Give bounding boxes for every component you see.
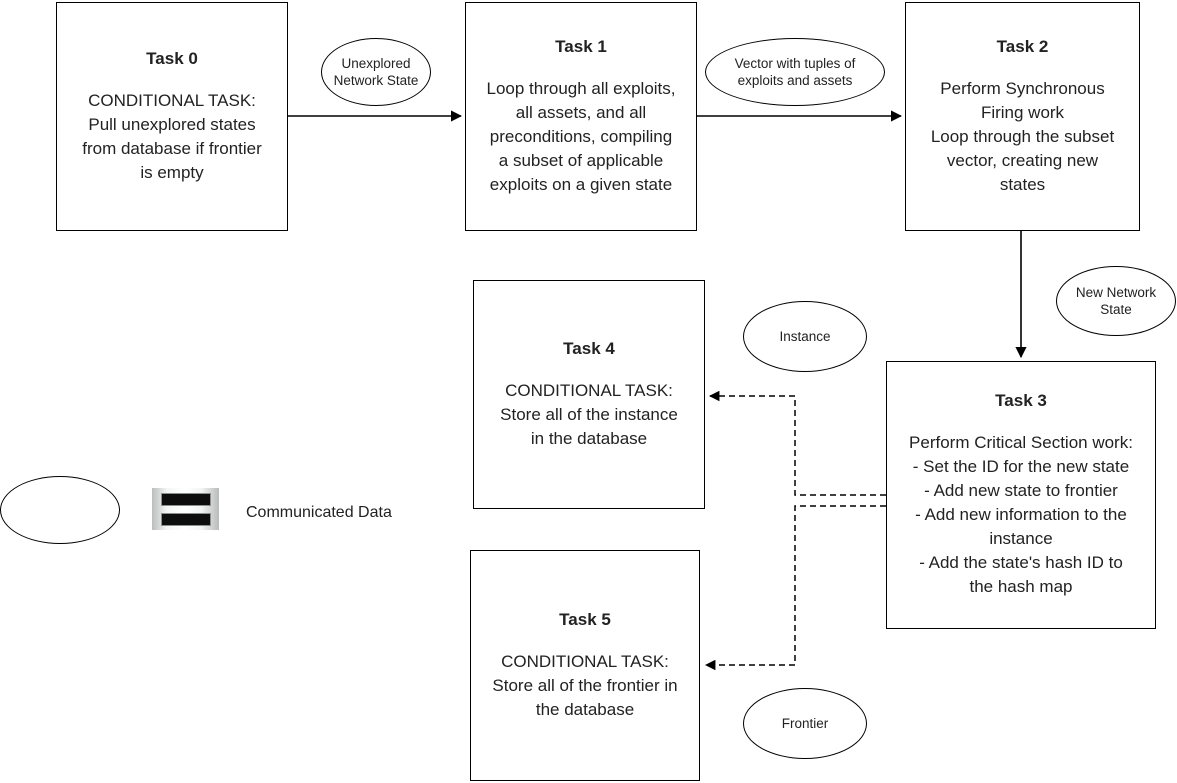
node-task3-title: Task 3 [995,391,1047,410]
legend-communicated-data-ellipse [0,476,120,544]
edge-task3-to-task5 [704,505,886,671]
node-task3[interactable]: Task 3 Perform Critical Section work: - … [886,361,1156,629]
node-task2-title: Task 2 [996,36,1049,56]
equals-icon-bar-top [160,492,211,506]
node-task3-body: Perform Critical Section work: - Set the… [909,433,1133,596]
node-task1-body: Loop through all exploits, all assets, a… [486,78,676,194]
edge-label-new-network-state[interactable]: New Network State [1056,266,1176,336]
node-task5-body: CONDITIONAL TASK: Store all of the front… [492,651,678,719]
node-task1[interactable]: Task 1 Loop through all exploits, all as… [465,2,697,231]
node-task5[interactable]: Task 5 CONDITIONAL TASK: Store all of th… [470,550,700,781]
node-task4[interactable]: Task 4 CONDITIONAL TASK: Store all of th… [473,280,705,509]
node-task2[interactable]: Task 2 Perform Synchronous Firing work L… [905,2,1140,231]
edge-task3-to-task4 [708,390,886,496]
node-task4-title: Task 4 [563,338,615,358]
legend-communicated-data-label: Communicated Data [246,504,392,521]
edge-label-frontier[interactable]: Frontier [743,688,867,759]
node-task2-body: Perform Synchronous Firing work Loop thr… [930,78,1115,194]
node-task5-title: Task 5 [559,609,611,629]
edge-label-instance[interactable]: Instance [743,301,867,372]
equals-icon-bar-bottom [160,512,211,526]
node-task0-body: CONDITIONAL TASK: Pull unexplored states… [82,90,262,182]
node-task1-title: Task 1 [555,36,607,56]
node-task0-title: Task 0 [146,48,198,68]
equals-icon [152,488,219,530]
node-task4-body: CONDITIONAL TASK: Store all of the insta… [500,380,678,448]
node-task0[interactable]: Task 0 CONDITIONAL TASK: Pull unexplored… [56,2,288,231]
edge-label-vector-tuples[interactable]: Vector with tuples of exploits and asset… [705,38,885,106]
edge-label-unexplored-network-state[interactable]: Unexplored Network State [321,38,431,106]
